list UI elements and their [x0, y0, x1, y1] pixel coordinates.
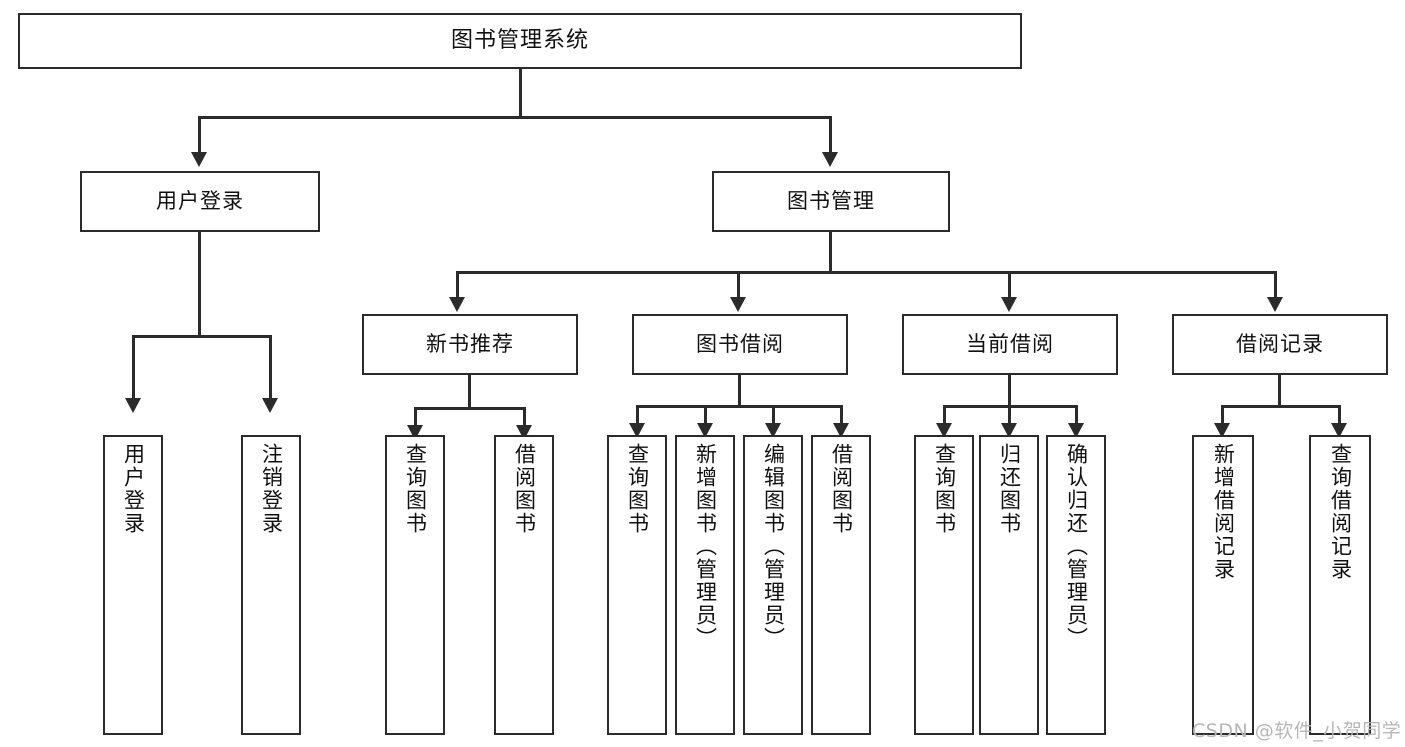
- edge-borrow-record-leg-1: [1221, 405, 1224, 427]
- arrow-to-user-login-leaf-2: [262, 398, 278, 413]
- arrow-to-book-borrow-leaf-2: [697, 423, 713, 438]
- arrow-to-book-manage: [822, 152, 838, 167]
- arrow-to-book-borrow: [730, 297, 746, 312]
- node-user-login[interactable]: 用户登录: [80, 171, 320, 232]
- leaf-user-login-1[interactable]: 用户登录: [103, 435, 163, 735]
- node-label: 图书借阅: [696, 332, 784, 357]
- node-label: 图书管理系统: [450, 28, 589, 54]
- arrow-to-current-borrow-leaf-1: [936, 423, 952, 438]
- node-label: 查询图书: [625, 443, 650, 535]
- edge-user-login-leg-2: [269, 335, 272, 400]
- node-new-book-recommend[interactable]: 新书推荐: [362, 314, 578, 375]
- edge-book-manage-leg-1: [456, 271, 459, 299]
- node-label: 查询图书: [403, 443, 428, 535]
- node-root-system[interactable]: 图书管理系统: [18, 13, 1022, 69]
- arrow-to-user-login-leaf-1: [125, 398, 141, 413]
- edge-borrow-record-stem: [1278, 375, 1281, 408]
- leaf-current-borrow-1[interactable]: 查询图书: [914, 435, 974, 735]
- edge-root-bus: [198, 116, 832, 119]
- node-current-borrow[interactable]: 当前借阅: [902, 314, 1118, 375]
- arrow-to-book-borrow-leaf-1: [629, 423, 645, 438]
- arrow-to-borrow-record-leaf-1: [1214, 423, 1230, 438]
- edge-user-login-bus: [132, 335, 272, 338]
- node-borrow-record[interactable]: 借阅记录: [1172, 314, 1388, 375]
- node-label: 借阅记录: [1236, 332, 1324, 357]
- leaf-current-borrow-2[interactable]: 归还图书: [979, 435, 1039, 735]
- node-label: 新书推荐: [426, 332, 514, 357]
- edge-current-borrow-leg-1: [943, 405, 946, 427]
- arrow-to-borrow-record: [1267, 297, 1283, 312]
- node-label: 归还图书: [997, 443, 1022, 535]
- node-label: 借阅图书: [829, 443, 854, 535]
- csdn-watermark: CSDN @软件_小贺同学: [1192, 720, 1402, 742]
- leaf-book-borrow-3[interactable]: 编辑图书（管理员）: [743, 435, 803, 735]
- node-label: 查询图书: [932, 443, 957, 535]
- edge-root-stem: [519, 69, 522, 118]
- edge-new-book-bus: [414, 407, 526, 410]
- leaf-borrow-record-1[interactable]: 新增借阅记录: [1192, 435, 1254, 735]
- edge-new-book-leg-1: [414, 407, 417, 429]
- edge-book-manage-leg-3: [1008, 271, 1011, 299]
- arrow-to-book-borrow-leaf-4: [833, 423, 849, 438]
- edge-book-borrow-leg-4: [840, 405, 843, 427]
- edge-new-book-stem: [468, 375, 471, 410]
- node-label: 新增图书（管理员）: [693, 443, 718, 650]
- node-label: 编辑图书（管理员）: [761, 443, 786, 650]
- leaf-new-book-2[interactable]: 借阅图书: [494, 435, 554, 735]
- edge-current-borrow-stem: [1008, 375, 1011, 408]
- edge-borrow-record-bus: [1221, 405, 1341, 408]
- edge-borrow-record-leg-2: [1338, 405, 1341, 427]
- arrow-to-current-borrow-leaf-3: [1068, 423, 1084, 438]
- edge-book-manage-leg-2: [737, 271, 740, 299]
- leaf-book-borrow-2[interactable]: 新增图书（管理员）: [675, 435, 735, 735]
- leaf-book-borrow-4[interactable]: 借阅图书: [811, 435, 871, 735]
- node-label: 新增借阅记录: [1211, 443, 1236, 581]
- leaf-borrow-record-2[interactable]: 查询借阅记录: [1309, 435, 1371, 735]
- node-label: 用户登录: [156, 189, 244, 214]
- node-label: 查询借阅记录: [1328, 443, 1353, 581]
- node-label: 用户登录: [121, 443, 146, 535]
- edge-book-manage-stem: [829, 232, 832, 274]
- edge-current-borrow-leg-3: [1075, 405, 1078, 427]
- edge-book-manage-leg-4: [1274, 271, 1277, 299]
- edge-user-login-stem: [198, 232, 201, 337]
- arrow-to-user-login: [191, 152, 207, 167]
- node-label: 注销登录: [259, 443, 284, 535]
- node-label: 确认归还（管理员）: [1064, 443, 1089, 650]
- arrow-to-current-borrow: [1001, 297, 1017, 312]
- edge-root-leg-right: [829, 116, 832, 154]
- edge-book-manage-bus: [456, 271, 1277, 274]
- edge-book-borrow-stem: [738, 375, 741, 408]
- edge-book-borrow-leg-2: [704, 405, 707, 427]
- arrow-to-current-borrow-leaf-2: [1001, 423, 1017, 438]
- arrow-to-new-book: [449, 297, 465, 312]
- node-book-borrow[interactable]: 图书借阅: [632, 314, 848, 375]
- edge-book-borrow-bus: [636, 405, 843, 408]
- leaf-book-borrow-1[interactable]: 查询图书: [607, 435, 667, 735]
- node-label: 借阅图书: [512, 443, 537, 535]
- leaf-user-login-2[interactable]: 注销登录: [241, 435, 301, 735]
- node-label: 当前借阅: [966, 332, 1054, 357]
- edge-book-borrow-leg-1: [636, 405, 639, 427]
- arrow-to-book-borrow-leaf-3: [765, 423, 781, 438]
- leaf-current-borrow-3[interactable]: 确认归还（管理员）: [1046, 435, 1106, 735]
- edge-new-book-leg-2: [523, 407, 526, 429]
- edge-book-borrow-leg-3: [772, 405, 775, 427]
- edge-root-leg-left: [198, 116, 201, 154]
- leaf-new-book-1[interactable]: 查询图书: [385, 435, 445, 735]
- edge-user-login-leg-1: [132, 335, 135, 400]
- edge-current-borrow-leg-2: [1008, 405, 1011, 427]
- node-book-manage[interactable]: 图书管理: [712, 171, 950, 232]
- node-label: 图书管理: [787, 189, 875, 214]
- arrow-to-borrow-record-leaf-2: [1331, 423, 1347, 438]
